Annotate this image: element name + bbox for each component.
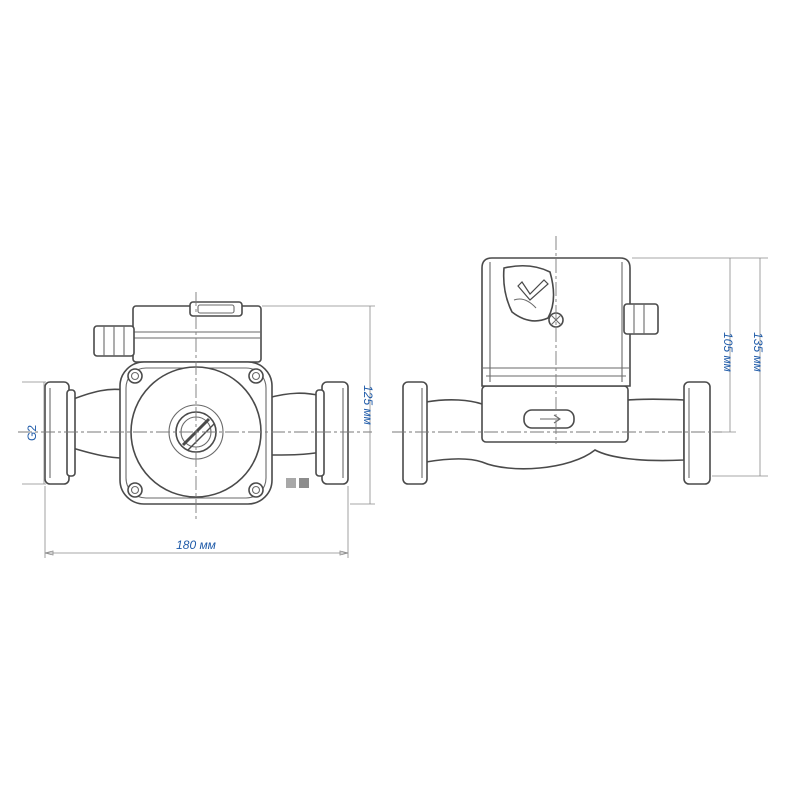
side-view: 105 мм 135 мм — [392, 236, 768, 485]
front-left-flange — [44, 381, 70, 485]
dim-height-body: 105 мм — [632, 257, 736, 433]
dim-length-label: 180 мм — [176, 538, 216, 552]
front-right-flange-nut — [315, 389, 325, 477]
dim-height-total: 135 мм — [712, 257, 768, 477]
dim-thread: G2 — [22, 381, 46, 485]
side-left-flange — [402, 381, 428, 485]
dim-height-front: 125 мм — [262, 305, 375, 505]
dim-height-body-label: 105 мм — [721, 332, 735, 372]
dim-height-total-label: 135 мм — [751, 332, 765, 372]
front-left-flange-nut — [66, 389, 76, 477]
dim-height-front-label: 125 мм — [361, 385, 375, 425]
front-bolts — [127, 368, 264, 498]
dim-length: 180 мм — [44, 486, 349, 558]
side-right-flange — [683, 381, 711, 485]
swatch-1 — [286, 478, 296, 488]
swatch-2 — [299, 478, 309, 488]
side-cable-gland — [623, 303, 659, 335]
front-pipe-right — [267, 392, 323, 456]
front-view: 180 мм 125 мм G2 — [18, 292, 375, 558]
front-right-flange — [321, 381, 349, 485]
dim-thread-label: G2 — [25, 425, 39, 441]
